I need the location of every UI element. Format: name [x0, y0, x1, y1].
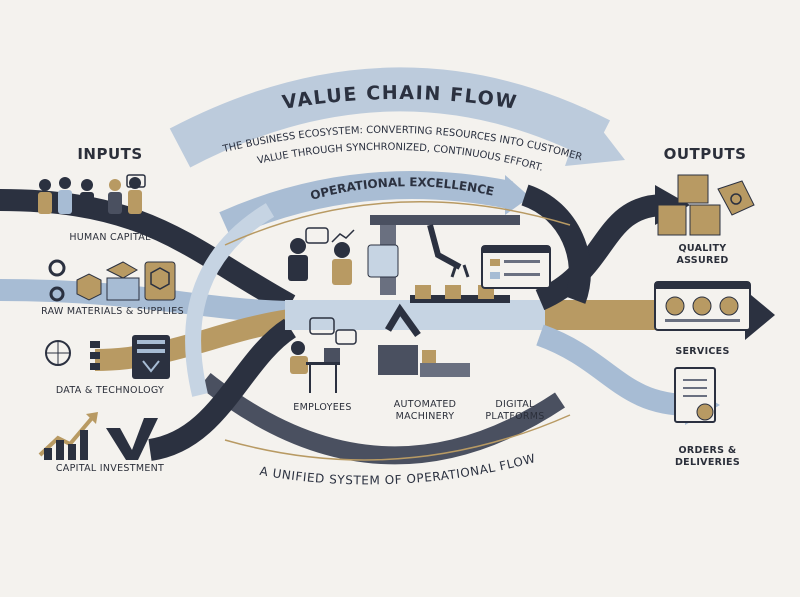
input-arc-outer — [185, 203, 275, 397]
outputs-heading: OUTPUTS — [663, 145, 747, 163]
output-label-services: SERVICES — [675, 346, 730, 357]
robot-arm-icon — [367, 215, 520, 377]
dashboard-icon — [481, 245, 551, 289]
feedback-faces-icon — [654, 281, 751, 331]
input-label-capital-investment: CAPITAL INVESTMENT — [55, 463, 165, 474]
team-meeting-icon — [288, 227, 355, 285]
output-band-bottom — [536, 324, 691, 416]
top-arc-dark-return — [520, 184, 591, 304]
operation-label-automated-machinery-line2: MACHINERY — [395, 411, 455, 422]
input-label-human-capital: HUMAN CAPITAL — [69, 232, 151, 243]
inner-band-arrowhead — [505, 175, 530, 215]
output-label-orders-deliveries-line1: ORDERS & — [678, 445, 737, 456]
gold-guide-line-top — [224, 201, 571, 246]
boxes-tag-icon — [657, 174, 755, 236]
output-label-orders-deliveries: ORDERS & DELIVERIES — [650, 445, 765, 469]
operation-label-automated-machinery: AUTOMATED MACHINERY — [370, 399, 480, 423]
growth-chart-icon — [38, 412, 158, 460]
team-handshake-icon — [38, 174, 146, 214]
operation-label-digital-platforms-line2: PLATFORMS — [485, 411, 545, 422]
operation-label-digital-platforms: DIGITAL PLATFORMS — [460, 399, 570, 423]
input-label-raw-materials: RAW MATERIALS & SUPPLIES — [41, 306, 184, 317]
bottom-arc-band — [199, 372, 565, 465]
operation-label-digital-platforms-line1: DIGITAL — [495, 399, 535, 410]
operation-label-automated-machinery-line1: AUTOMATED — [393, 399, 457, 410]
inputs-heading: INPUTS — [77, 145, 143, 163]
materials-icon — [48, 259, 176, 302]
employee-desk-icon — [290, 317, 357, 393]
output-label-quality-assured-line1: QUALITY — [678, 243, 727, 254]
output-label-quality-assured: QUALITY ASSURED — [650, 243, 755, 267]
input-band-capital — [147, 318, 297, 461]
top-arc-arrowhead — [565, 108, 625, 166]
central-pipe-arrowhead — [745, 290, 775, 340]
output-band-top — [535, 194, 666, 311]
input-band-human — [0, 189, 296, 315]
output-label-quality-assured-line2: ASSURED — [676, 255, 729, 266]
document-check-icon — [674, 367, 716, 423]
gold-guide-line-bottom — [224, 414, 571, 461]
input-label-data-technology: DATA & TECHNOLOGY — [55, 385, 165, 396]
operation-label-employees: EMPLOYEES — [293, 402, 352, 413]
output-label-orders-deliveries-line2: DELIVERIES — [675, 457, 740, 468]
top-arc-band — [169, 67, 611, 168]
diagram-subtitle-line2: VALUE THROUGH SYNCHRONIZED, CONTINUOUS E… — [256, 142, 544, 174]
data-server-icon — [45, 335, 170, 379]
